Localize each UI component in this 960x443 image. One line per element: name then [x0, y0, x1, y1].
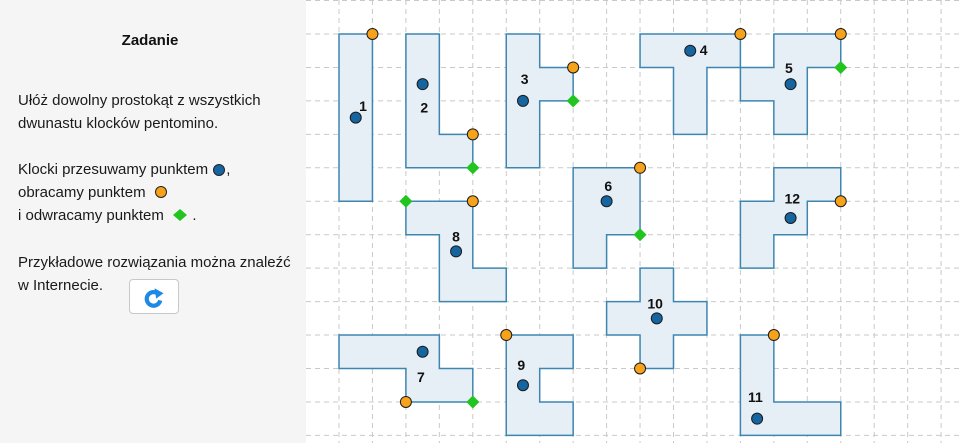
- flip-point-icon: [173, 209, 188, 222]
- redo-arrow-icon: [144, 287, 164, 308]
- piece-shape[interactable]: [505, 334, 574, 437]
- rotate-handle[interactable]: [399, 395, 412, 408]
- flip-suffix: .: [192, 207, 197, 224]
- pentomino-piece-12[interactable]: 12: [739, 167, 847, 269]
- piece-shape[interactable]: [505, 33, 574, 169]
- reset-button[interactable]: [129, 279, 179, 314]
- pentomino-piece-4[interactable]: 4: [639, 28, 747, 136]
- move-handle[interactable]: [416, 78, 429, 91]
- rotate-handle[interactable]: [767, 329, 780, 342]
- piece-label: 11: [748, 389, 763, 405]
- pentomino-piece-11[interactable]: 11: [739, 329, 842, 437]
- pentomino-piece-6[interactable]: 6: [572, 161, 647, 269]
- rotate-instruction: obracamy punktem: [18, 181, 168, 204]
- rotate-handle[interactable]: [500, 329, 513, 342]
- move-handle[interactable]: [751, 412, 764, 425]
- flip-handle[interactable]: [399, 194, 413, 208]
- move-handle[interactable]: [600, 195, 613, 208]
- rotate-handle[interactable]: [834, 28, 847, 40]
- piece-shape[interactable]: [639, 33, 742, 136]
- instruction-line-1: Ułóż dowolny prostokąt z wszystkich: [18, 92, 261, 109]
- piece-label: 5: [785, 60, 793, 76]
- piece-shape[interactable]: [338, 334, 474, 403]
- rotate-handle[interactable]: [834, 195, 847, 208]
- pentomino-piece-10[interactable]: 10: [605, 267, 708, 375]
- panel-title: Zadanie: [121, 32, 179, 49]
- rotate-point-icon: [154, 186, 167, 199]
- rotate-handle[interactable]: [366, 28, 379, 40]
- piece-label: 8: [452, 228, 460, 244]
- pentomino-piece-7[interactable]: 7: [338, 334, 480, 409]
- move-text: Klocki przesuwamy punktem: [18, 161, 209, 178]
- rotate-handle[interactable]: [466, 128, 479, 141]
- piece-label: 9: [517, 357, 525, 373]
- move-instruction: Klocki przesuwamy punktem ,: [18, 158, 230, 181]
- move-handle[interactable]: [516, 379, 529, 392]
- piece-label: 2: [420, 100, 428, 116]
- pentomino-piece-5[interactable]: 5: [739, 28, 848, 136]
- piece-label: 7: [417, 369, 425, 385]
- piece-label: 6: [604, 178, 612, 194]
- pentomino-piece-2[interactable]: 2: [405, 33, 480, 175]
- piece-label: 10: [647, 295, 663, 311]
- flip-handle[interactable]: [834, 60, 848, 74]
- move-handle[interactable]: [784, 211, 797, 224]
- pentomino-piece-3[interactable]: 3: [505, 33, 580, 169]
- flip-handle[interactable]: [466, 161, 480, 175]
- piece-label: 3: [521, 71, 529, 87]
- move-handle[interactable]: [650, 312, 663, 325]
- flip-handle[interactable]: [466, 395, 480, 409]
- piece-label: 4: [700, 42, 708, 58]
- piece-label: 12: [784, 191, 800, 207]
- move-handle[interactable]: [516, 94, 529, 107]
- flip-handle[interactable]: [633, 228, 647, 242]
- move-handle[interactable]: [684, 44, 697, 57]
- rotate-handle[interactable]: [634, 362, 647, 375]
- move-suffix: ,: [226, 161, 231, 178]
- move-handle[interactable]: [349, 111, 362, 124]
- flip-text: i odwracamy punktem: [18, 207, 164, 224]
- rotate-handle[interactable]: [634, 161, 647, 174]
- task-panel: Zadanie Ułóż dowolny prostokąt z wszystk…: [0, 0, 306, 443]
- move-handle[interactable]: [416, 345, 429, 358]
- flip-handle[interactable]: [566, 94, 580, 108]
- move-handle[interactable]: [784, 78, 797, 91]
- solutions-line-1: Przykładowe rozwiązania można znaleźć: [18, 254, 291, 271]
- pentomino-piece-9[interactable]: 9: [500, 329, 574, 437]
- solutions-line-2: w Internecie.: [18, 277, 104, 294]
- instruction-line-2: dwunastu klocków pentomino.: [18, 115, 219, 132]
- rotate-handle[interactable]: [567, 61, 580, 74]
- pentomino-piece-1[interactable]: 1: [338, 28, 379, 202]
- piece-label: 1: [359, 98, 367, 114]
- move-point-icon: [213, 164, 226, 177]
- pentomino-piece-8[interactable]: 8: [399, 194, 507, 303]
- rotate-text: obracamy punktem: [18, 184, 146, 201]
- rotate-handle[interactable]: [466, 195, 479, 208]
- rotate-handle[interactable]: [734, 28, 747, 40]
- flip-instruction: i odwracamy punktem .: [18, 204, 197, 227]
- move-handle[interactable]: [450, 245, 463, 258]
